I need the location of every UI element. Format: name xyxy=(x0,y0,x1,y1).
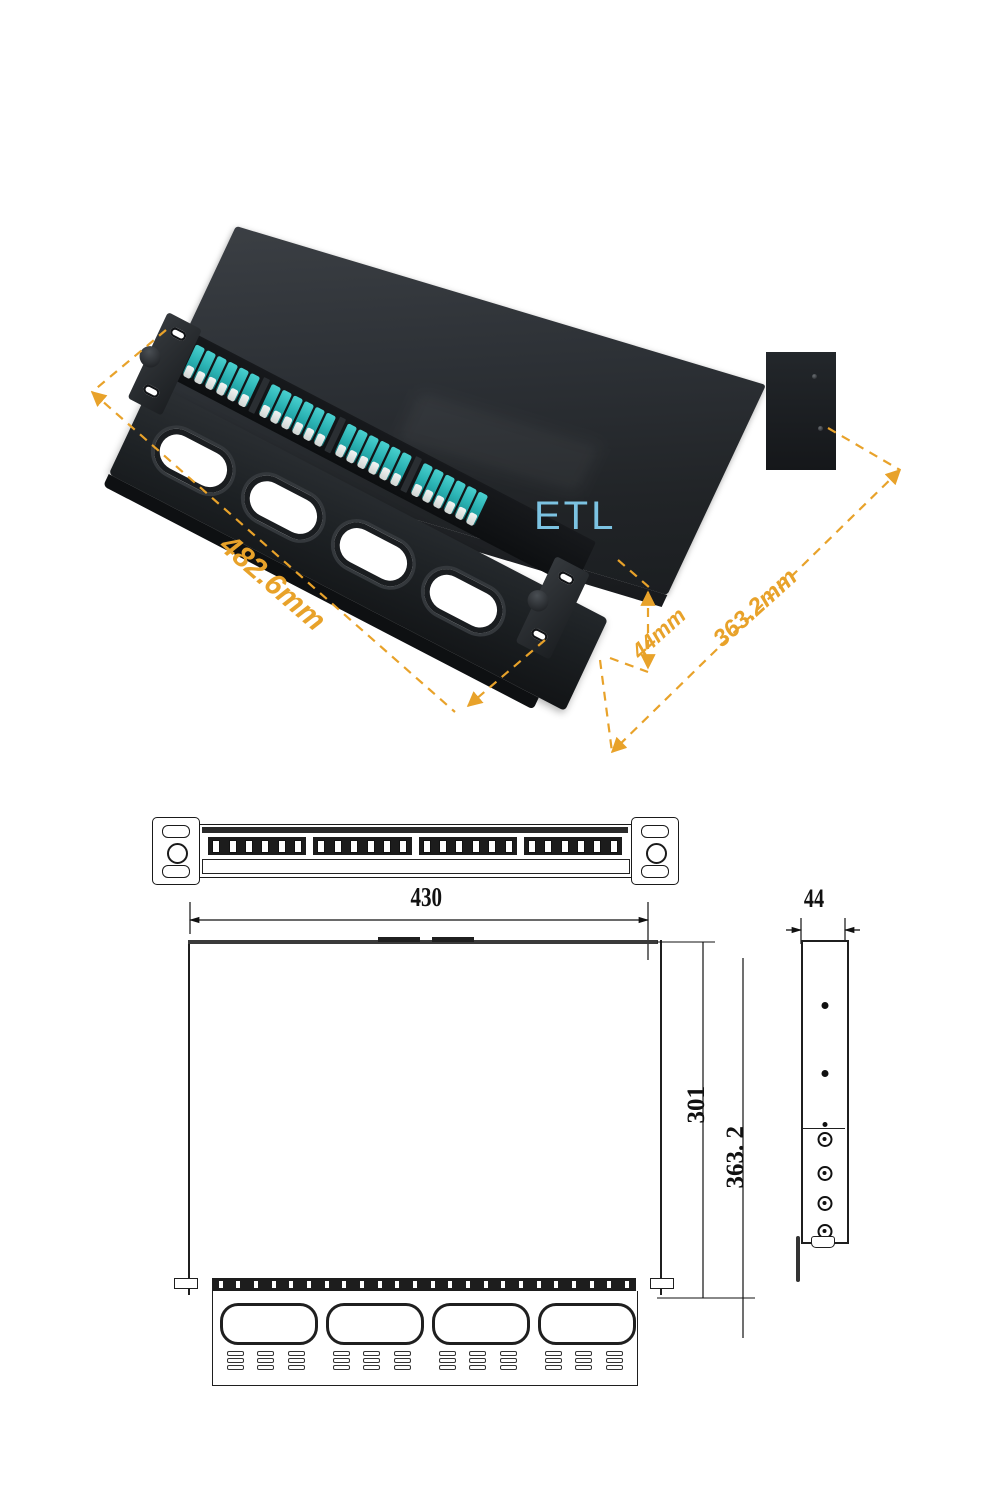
top-view-adapter-strip xyxy=(212,1278,636,1291)
top-view-ear-right xyxy=(650,1278,674,1289)
side-view-foot xyxy=(811,1236,835,1248)
top-view-ear-left xyxy=(174,1278,198,1289)
side-view-bracket xyxy=(796,1236,800,1282)
front-top-rail xyxy=(202,827,628,833)
top-view-tray xyxy=(212,1291,638,1386)
photo-dim-depth: 363.2mm xyxy=(708,564,802,653)
dimension-depth-lines xyxy=(657,941,755,1338)
tray-cell xyxy=(220,1303,318,1370)
top-view-rear-edge xyxy=(188,940,658,944)
side-view-screw xyxy=(817,1166,833,1181)
cable-opening xyxy=(220,1303,318,1345)
etl-watermark: ETL xyxy=(534,494,617,538)
front-elevation-view xyxy=(152,815,679,885)
dimension-height-44-line xyxy=(786,918,860,944)
tray-cell xyxy=(326,1303,424,1370)
front-rack-ear-left xyxy=(152,817,200,885)
side-view-screw xyxy=(817,1132,833,1147)
photo-dim-width: 482.6mm xyxy=(213,528,332,638)
top-plan-view xyxy=(174,937,674,1386)
side-view-hole xyxy=(822,1122,828,1127)
front-adapter-group xyxy=(418,837,517,855)
photo-dim-height: 44mm xyxy=(626,603,691,665)
front-rack-ear-right xyxy=(631,817,679,885)
cable-opening xyxy=(538,1303,636,1345)
front-adapter-group xyxy=(313,837,412,855)
side-view-divider xyxy=(801,1128,845,1129)
dimension-363-text: 363. 2 xyxy=(722,1126,749,1189)
side-view-screw xyxy=(817,1196,833,1211)
cable-opening xyxy=(326,1303,424,1345)
side-view-hole xyxy=(821,1070,829,1077)
photo-dimension-overlay: 482.6mm 44mm 363.2mm xyxy=(90,329,902,754)
front-adapter-group xyxy=(208,837,307,855)
tray-cell xyxy=(432,1303,530,1370)
product-photo: ETL 482.6 xyxy=(0,0,989,790)
side-view-hole xyxy=(821,1002,829,1009)
front-adapter-row xyxy=(208,837,622,855)
dimension-301-text: 301 xyxy=(683,1086,710,1124)
top-view-outline xyxy=(188,940,662,1295)
side-view-outline xyxy=(801,940,849,1244)
technical-drawing: 430 xyxy=(0,790,989,1492)
cable-opening xyxy=(432,1303,530,1345)
dimension-width-430-text: 430 xyxy=(410,882,443,912)
front-bottom-rail xyxy=(202,859,630,874)
dimension-44-text: 44 xyxy=(803,884,825,913)
dimension-width-430-line xyxy=(188,902,650,960)
front-adapter-group xyxy=(523,837,622,855)
side-elevation-view xyxy=(795,940,855,1320)
tray-cell xyxy=(538,1303,636,1370)
